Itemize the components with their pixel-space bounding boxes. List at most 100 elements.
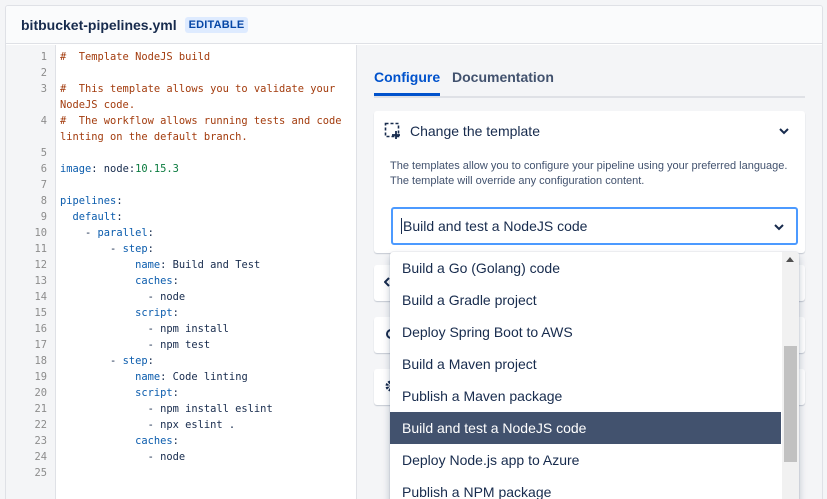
yaml-key: script	[135, 387, 173, 399]
dropdown-option[interactable]: Deploy Spring Boot to AWS	[402, 324, 573, 340]
yaml-key: step	[122, 243, 148, 255]
config-panel: Configure Documentation Change the templ…	[357, 45, 822, 499]
line-number: 18	[34, 355, 47, 367]
code-line[interactable]: - node	[60, 291, 186, 303]
line-number: 23	[34, 435, 47, 447]
change-template-header[interactable]: Change the template	[374, 111, 805, 151]
line-number: 1	[40, 51, 47, 63]
dropdown-option[interactable]: Build and test a NodeJS code	[390, 412, 781, 444]
panel-tabs: Configure Documentation	[374, 65, 805, 98]
code-line[interactable]: # The workflow allows running tests and …	[60, 115, 342, 127]
dropdown-option[interactable]: Deploy Node.js app to Azure	[402, 452, 580, 468]
template-select-value: Build and test a NodeJS code	[403, 218, 588, 234]
code-line[interactable]: script:	[135, 307, 179, 319]
line-number: 4	[40, 115, 47, 127]
line-number: 9	[40, 211, 47, 223]
line-number: 17	[34, 339, 47, 351]
code-line[interactable]: - npm test	[60, 339, 211, 351]
code-line[interactable]: - parallel:	[60, 227, 154, 239]
line-number: 5	[40, 147, 47, 159]
change-template-title: Change the template	[410, 123, 540, 139]
line-number: 24	[34, 451, 47, 463]
yaml-key: parallel	[97, 227, 148, 239]
code-line[interactable]: - step:	[60, 243, 154, 255]
code-line[interactable]: - npm install eslint	[60, 403, 273, 415]
tab-documentation[interactable]: Documentation	[452, 69, 554, 85]
line-number: 14	[34, 291, 47, 303]
code-line[interactable]	[60, 145, 356, 161]
line-number	[6, 129, 55, 145]
line-number: 20	[34, 387, 47, 399]
template-description: The templates allow you to configure you…	[390, 160, 788, 187]
file-header: bitbucket-pipelines.yml EDITABLE	[6, 6, 822, 44]
yaml-key: pipelines	[60, 195, 117, 207]
code-line[interactable]: linting on the default branch.	[60, 131, 248, 143]
code-line[interactable]: default:	[72, 211, 123, 223]
change-template-card: Change the template The templates allow …	[374, 111, 805, 253]
editable-badge: EDITABLE	[184, 16, 249, 33]
line-number: 10	[34, 227, 47, 239]
code-line[interactable]: script:	[135, 387, 179, 399]
yaml-key: caches	[135, 435, 173, 447]
line-number: 25	[34, 467, 47, 479]
code-line[interactable]: image: node:10.15.3	[60, 163, 179, 175]
chevron-down-icon[interactable]	[777, 124, 791, 138]
code-line[interactable]: - step:	[60, 355, 154, 367]
code-line[interactable]	[60, 65, 356, 81]
code-line[interactable]: # Template NodeJS build	[60, 51, 211, 63]
dropdown-option[interactable]: Build a Maven project	[402, 356, 537, 372]
line-number: 16	[34, 323, 47, 335]
line-number: 12	[34, 259, 47, 271]
line-number: 6	[40, 163, 47, 175]
yaml-number: 10.15.3	[135, 163, 179, 175]
scrollbar-thumb[interactable]	[784, 346, 797, 462]
code-line[interactable]: name: Code linting	[135, 371, 248, 383]
code-line[interactable]: pipelines:	[60, 195, 123, 207]
code-icon	[384, 277, 390, 287]
line-number: 8	[40, 195, 47, 207]
dropdown-scrollbar[interactable]	[782, 252, 799, 499]
template-icon	[384, 122, 400, 139]
line-number: 13	[34, 275, 47, 287]
dropdown-option[interactable]: Publish a Maven package	[402, 388, 563, 404]
code-line[interactable]: - npx eslint .	[60, 419, 236, 431]
template-select[interactable]: Build and test a NodeJS code	[391, 207, 798, 245]
line-number: 2	[40, 67, 47, 79]
yaml-key: step	[122, 355, 148, 367]
dropdown-option[interactable]: Publish a NPM package	[402, 484, 552, 499]
dropdown-option[interactable]: Build a Gradle project	[402, 292, 537, 308]
dropdown-option[interactable]: Build a Go (Golang) code	[402, 260, 560, 276]
line-number	[6, 97, 55, 113]
line-number: 22	[34, 419, 47, 431]
code-line[interactable]: - node	[60, 451, 186, 463]
line-number: 15	[34, 307, 47, 319]
yaml-key: name	[135, 371, 161, 383]
code-line[interactable]: name: Build and Test	[135, 259, 261, 271]
line-number: 21	[34, 403, 47, 415]
yaml-key: image	[60, 163, 92, 175]
chevron-down-icon[interactable]	[772, 220, 786, 234]
code-line[interactable]: caches:	[135, 435, 179, 447]
line-number: 7	[40, 179, 47, 191]
text-cursor	[401, 218, 402, 234]
code-line[interactable]: caches:	[135, 275, 179, 287]
scroll-up-arrow-icon[interactable]	[786, 257, 794, 262]
yaml-key: default	[72, 211, 117, 223]
code-line[interactable]: # This template allows you to validate y…	[60, 83, 336, 95]
yaml-key: script	[135, 307, 173, 319]
line-number: 3	[40, 83, 47, 95]
yaml-key: caches	[135, 275, 173, 287]
code-area[interactable]: # Template NodeJS build # This template a…	[56, 45, 356, 499]
code-line[interactable]: - npm install	[60, 323, 229, 335]
code-line[interactable]: NodeJS code.	[60, 99, 136, 111]
code-line[interactable]	[60, 177, 356, 193]
file-name: bitbucket-pipelines.yml	[21, 16, 177, 33]
line-number: 19	[34, 371, 47, 383]
tab-configure[interactable]: Configure	[374, 69, 441, 96]
yaml-key: name	[135, 259, 161, 271]
code-line[interactable]	[60, 465, 356, 481]
